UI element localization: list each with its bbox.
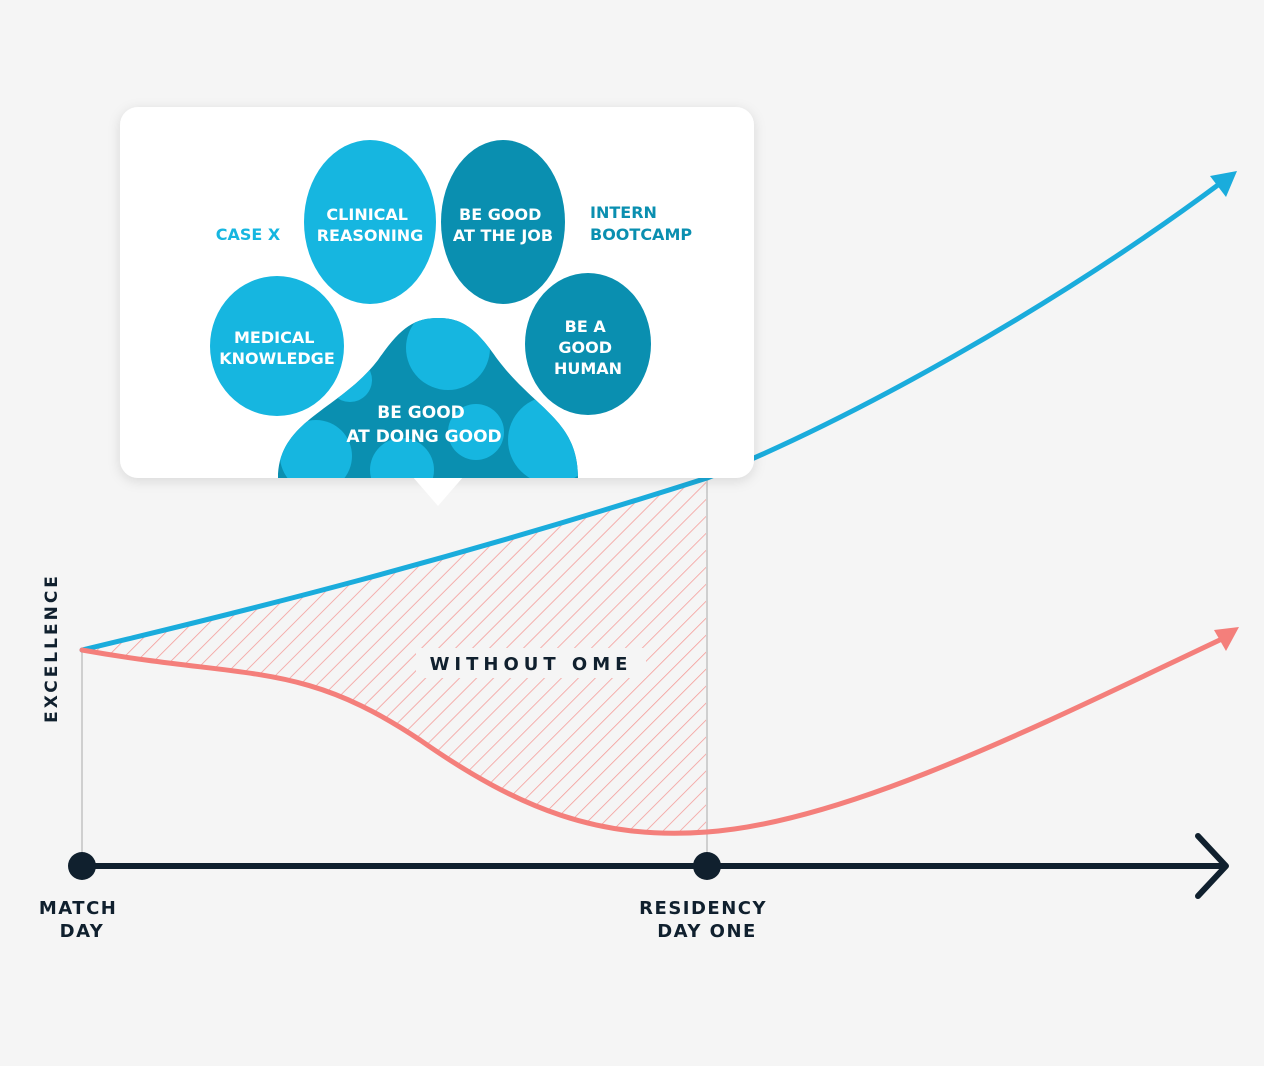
- toe-clinical-reasoning: [304, 140, 436, 304]
- be-good-at-doing-good-label: BE GOOD AT DOING GOOD: [346, 403, 501, 447]
- gap-region-hatch: [82, 478, 707, 834]
- without-ome-curve: [79, 635, 1227, 836]
- with-ome-arrowhead: [1210, 171, 1237, 197]
- toe-be-good-at-the-job: [441, 140, 565, 304]
- case-x-label: CASE X: [216, 225, 281, 244]
- without-ome-label-backdrop: [416, 648, 646, 678]
- residency-day-one-marker: [693, 852, 721, 880]
- be-good-at-the-job-label: BE GOOD AT THE JOB: [453, 205, 553, 245]
- toe-be-a-good-human: [525, 273, 651, 415]
- without-ome-arrowhead: [1214, 627, 1239, 651]
- match-day-marker: [68, 852, 96, 880]
- time-axis-arrowhead: [1195, 833, 1229, 899]
- residency-day-one-label: RESIDENCY DAY ONE: [639, 898, 775, 942]
- with-ome-curve: [79, 179, 1225, 653]
- medical-knowledge-label: MEDICAL KNOWLEDGE: [219, 328, 335, 368]
- clinical-reasoning-label: CLINICAL REASONING: [317, 205, 424, 245]
- excellence-axis-label: EXCELLENCE: [42, 573, 62, 723]
- without-ome-label: WITHOUT OME: [430, 654, 633, 675]
- toe-medical-knowledge: [210, 276, 344, 416]
- match-day-label: MATCH DAY: [39, 898, 125, 942]
- paw-card-pointer: [412, 476, 464, 506]
- intern-bootcamp-label: INTERN BOOTCAMP: [590, 203, 692, 244]
- paw-card: CLINICAL REASONING BE GOOD AT THE JOB ME…: [120, 107, 754, 506]
- be-a-good-human-label: BE A GOOD HUMAN: [554, 317, 622, 378]
